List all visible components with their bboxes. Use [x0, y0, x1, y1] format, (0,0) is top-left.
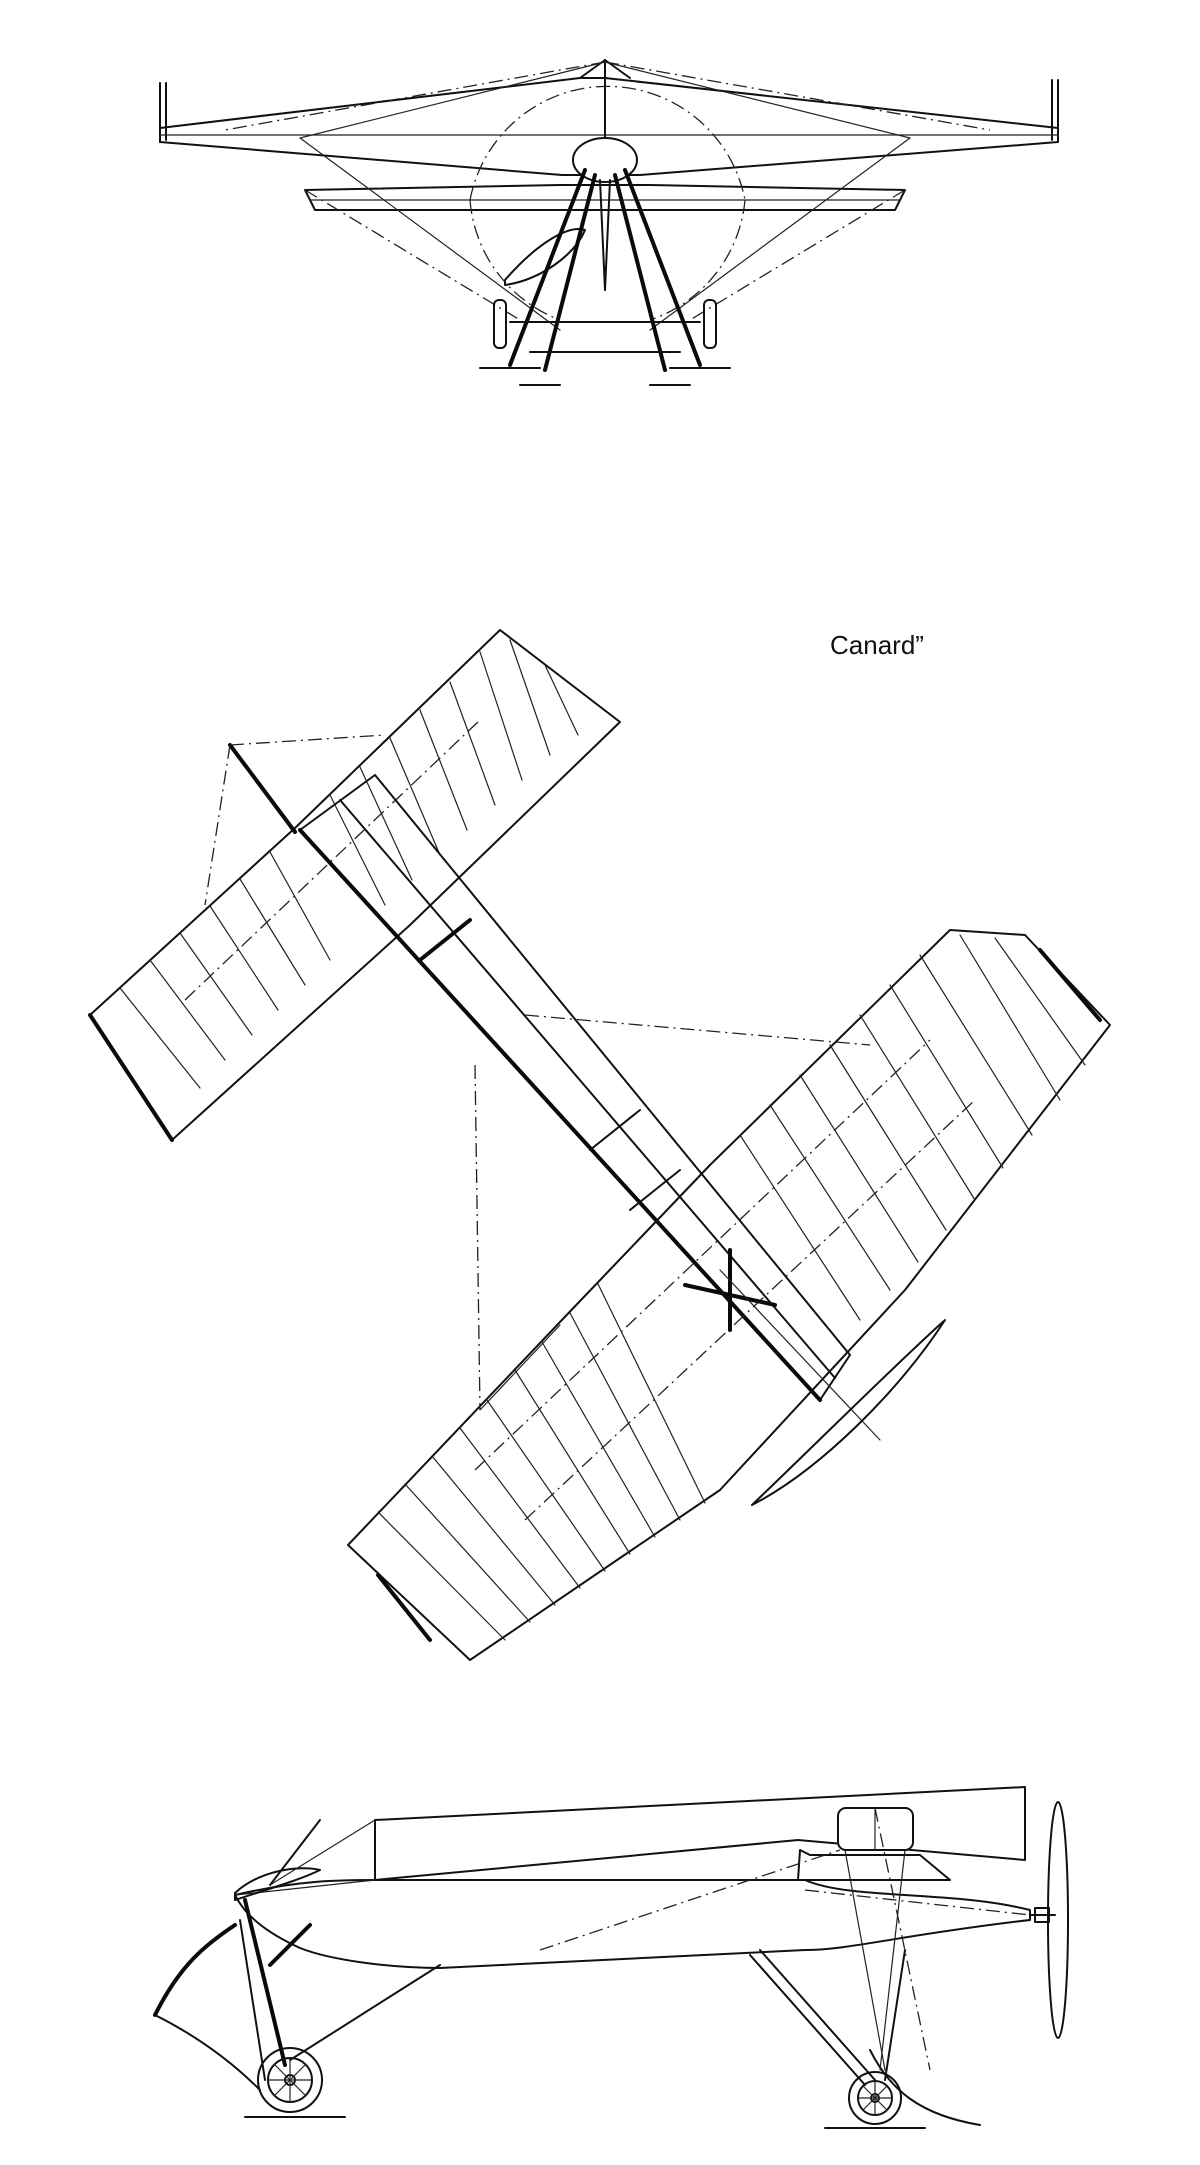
front-view-propeller-disc [469, 85, 746, 321]
side-view-front-gear [153, 1898, 441, 2118]
side-view-canard [234, 1819, 321, 1901]
front-view [159, 59, 1059, 386]
plan-view-bracing-wires [204, 734, 871, 1411]
side-view-fuselage [234, 1786, 1031, 1969]
front-view-propeller-blade [504, 228, 586, 286]
plan-view-propeller [683, 1248, 946, 1506]
side-view-engine [797, 1807, 951, 1881]
plan-view-main-wing [347, 929, 1111, 1661]
caption-label: Canard” [830, 630, 924, 660]
plan-view-canard-wing [88, 629, 621, 1142]
front-view-nacelle [572, 59, 638, 183]
front-view-canard-plane [304, 184, 906, 211]
side-view-rear-gear [749, 1949, 981, 2129]
side-view-bracing-wires [269, 1807, 931, 2071]
front-view-undercarriage [479, 168, 731, 386]
side-view [153, 1786, 1069, 2129]
side-view-propeller [1029, 1801, 1069, 2039]
plan-view-fuselage [228, 743, 851, 1402]
plan-view [88, 629, 1111, 1661]
front-view-bracing-wires [224, 61, 991, 331]
